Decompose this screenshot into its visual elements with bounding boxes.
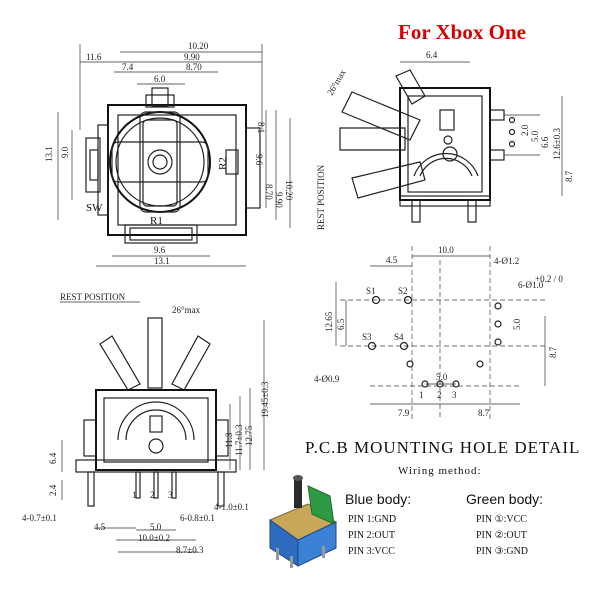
dim-front-b1: 4-0.7±0.1 (22, 513, 57, 523)
hole-label-s4: S4 (394, 332, 404, 342)
green-pin-2: PIN ②:OUT (476, 530, 527, 541)
pcb-dim-6: 5.0 (512, 318, 522, 330)
dim-bottom-2: 13.1 (154, 256, 170, 266)
hole-label-s2: S2 (398, 286, 408, 296)
pin-num-3: 3 (168, 490, 173, 500)
rest-label-front: REST POSITION (60, 292, 126, 302)
blue-pin-1: PIN 1:GND (348, 514, 397, 525)
angle-label-front: 26°max (172, 305, 201, 315)
dim-front-b7: 8.7±0.3 (176, 545, 204, 555)
top-view-drawing: SW R1 R2 10.20 11.6 9.90 7.4 8.70 6.0 13… (44, 41, 294, 267)
dim-front-r4: 19.45±0.3 (260, 381, 270, 418)
dim-front-r3: 12.75 (244, 425, 254, 446)
dim-front-l1: 6.4 (48, 452, 58, 464)
r2-label: R2 (217, 157, 229, 170)
pcb-dim-0: 10.0 (438, 245, 454, 255)
pcb-dim-4: 12.65 (324, 311, 334, 332)
dim-left-1: 13.1 (44, 146, 54, 162)
blue-pin-3: PIN 3:VCC (348, 546, 395, 557)
dim-top-1: 10.20 (188, 41, 209, 51)
joystick-module-illustration (268, 475, 338, 568)
green-body-title: Green body: (466, 491, 544, 507)
dim-right-4: 9.90 (274, 192, 284, 208)
rest-label-side: REST POSITION (316, 164, 326, 230)
pcb-dim-7: 8.7 (548, 346, 558, 358)
dim-front-b2: 4.5 (94, 522, 106, 532)
hole-label-2: 2 (437, 390, 442, 400)
dim-front-b3: 4-1.0±0.1 (214, 502, 249, 512)
wiring-heading: Wiring method: (398, 465, 482, 477)
pcb-dim-8: 4-Ø0.9 (314, 374, 340, 384)
dim-side-2: 2.0 (520, 124, 530, 136)
pcb-dim-11: 5.0 (436, 372, 448, 382)
dim-side-5: 12.6±0.3 (552, 128, 562, 160)
dim-top-4: 7.4 (122, 62, 134, 72)
dim-top-3: 9.90 (184, 52, 200, 62)
blue-pin-2: PIN 2:OUT (348, 530, 395, 541)
dim-top-5: 8.70 (186, 62, 202, 72)
dim-front-b6: 10.0±0.2 (138, 533, 170, 543)
green-pin-3: PIN ③:GND (476, 546, 529, 557)
dim-side-1: 6.4 (426, 50, 438, 60)
dim-front-l2: 2.4 (48, 484, 58, 496)
dim-side-3: 5.0 (530, 130, 540, 142)
pin-num-2: 2 (150, 490, 155, 500)
pcb-dim-10: 8.7 (478, 408, 490, 418)
front-view-drawing: REST POSITION 26°max 1 2 3 (22, 292, 270, 555)
green-pin-1: PIN ①:VCC (476, 514, 527, 525)
dim-left-2: 9.0 (60, 146, 70, 158)
dim-side-6: 8.7 (564, 170, 574, 182)
dim-bottom-1: 9.6 (154, 245, 166, 255)
hole-label-3: 3 (452, 390, 457, 400)
sw-label: SW (86, 202, 103, 214)
product-title: For Xbox One (398, 20, 526, 44)
dim-right-1: 8.1 (256, 122, 266, 133)
pcb-dim-2: 4-Ø1.2 (494, 256, 519, 266)
dim-front-r2: 11.7±0.3 (234, 424, 244, 456)
pcb-dim-9: 7.9 (398, 408, 410, 418)
hole-label-s3: S3 (362, 332, 372, 342)
dim-front-b4: 6-0.8±0.1 (180, 513, 215, 523)
pcb-heading: P.C.B MOUNTING HOLE DETAIL (305, 438, 581, 457)
hole-label-s1: S1 (366, 286, 376, 296)
pcb-dim-5: 6.5 (336, 318, 346, 330)
pcb-hole-drawing: 4.5 10.0 4-Ø1.2 6-Ø1.0 12.65 6.5 5.0 8.7… (314, 245, 563, 420)
pin-num-1: 1 (132, 490, 137, 500)
dim-right-2: 9.6 (254, 154, 264, 166)
blue-body-title: Blue body: (345, 491, 412, 507)
pcb-dim-1: 4.5 (386, 255, 398, 265)
dim-right-5: 10.20 (284, 180, 294, 201)
dim-top-2: 11.6 (86, 52, 102, 62)
dim-front-b5: 5.0 (150, 522, 162, 532)
side-view-drawing: 6.4 26°max 2. (316, 50, 574, 230)
dim-side-4: 6.6 (540, 136, 550, 148)
r1-label: R1 (150, 215, 163, 227)
pcb-dim-3: 6-Ø1.0 (518, 280, 544, 290)
dim-right-3: 8.70 (264, 184, 274, 200)
dim-front-r1: 11.3 (224, 432, 234, 448)
angle-label-side: 26°max (325, 67, 348, 97)
hole-label-1: 1 (419, 390, 424, 400)
pcb-tolerance: +0.2 / 0 (535, 274, 563, 284)
dim-top-6: 6.0 (154, 74, 166, 84)
